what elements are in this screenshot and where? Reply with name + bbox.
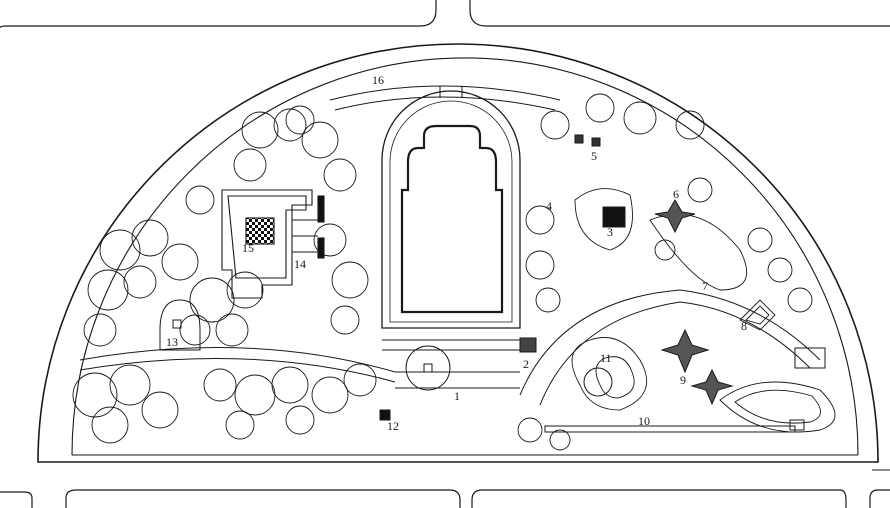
label-9: 9 [680, 373, 686, 387]
plan-labels: 1 2 3 4 5 6 7 8 9 10 11 12 13 14 15 16 [166, 73, 747, 433]
label-13: 13 [166, 335, 178, 349]
label-16: 16 [372, 73, 384, 87]
label-6: 6 [673, 187, 679, 201]
footpaths [79, 289, 821, 406]
play-structures [172, 134, 826, 433]
label-11: 11 [600, 351, 612, 365]
label-10: 10 [638, 414, 650, 428]
central-amphitheater [381, 90, 521, 351]
label-15: 15 [242, 241, 254, 255]
north-walkway [329, 85, 561, 111]
label-7: 7 [702, 279, 708, 293]
label-3: 3 [607, 225, 613, 239]
label-4: 4 [546, 199, 552, 213]
label-14: 14 [294, 257, 306, 271]
label-5: 5 [591, 149, 597, 163]
label-12: 12 [387, 419, 399, 433]
label-1: 1 [454, 389, 460, 403]
playground-mounds [571, 188, 836, 433]
building-15 [221, 189, 325, 299]
park-boundary [37, 43, 879, 463]
label-2: 2 [523, 357, 529, 371]
label-8: 8 [741, 319, 747, 333]
tree-canopy [72, 93, 813, 451]
plaza [405, 345, 451, 391]
